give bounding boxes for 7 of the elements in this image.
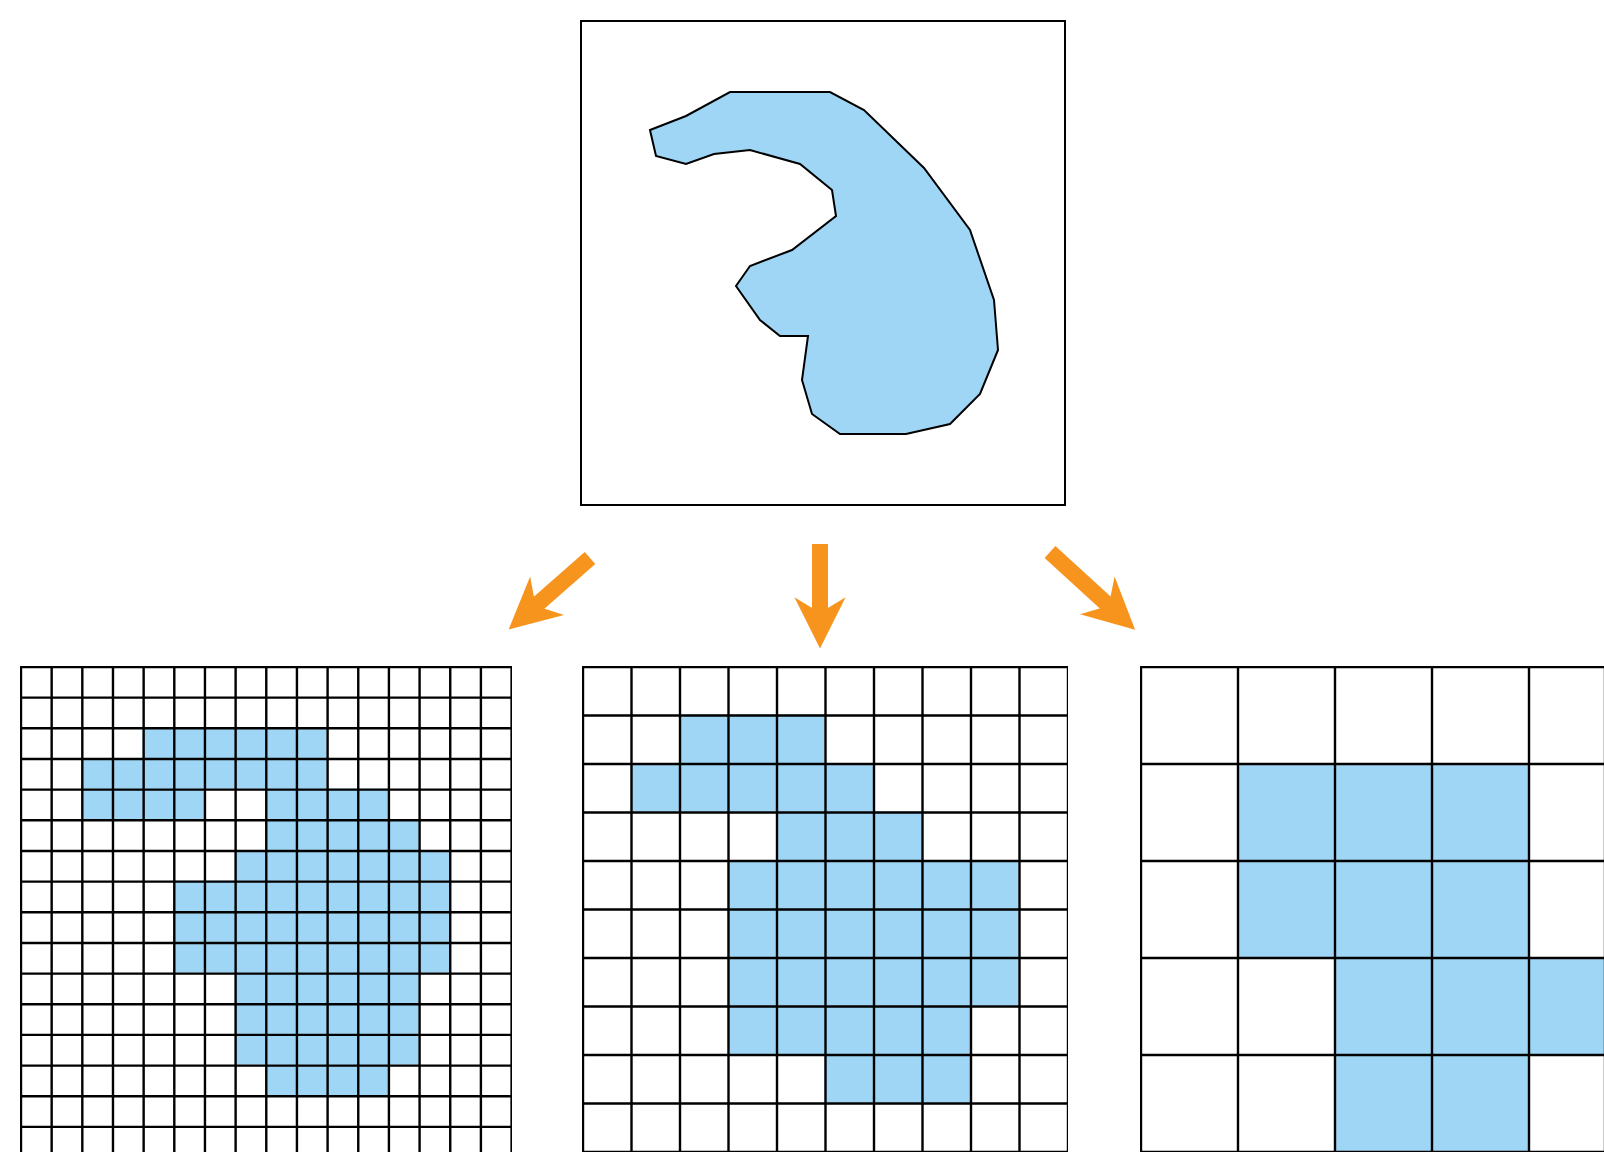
arrow [1044, 546, 1136, 630]
arrow [508, 552, 596, 630]
pixel-grid [1140, 666, 1604, 1152]
pixel-grid [582, 666, 1068, 1152]
shape-drawing [580, 20, 1066, 506]
arrow [794, 544, 846, 649]
pixel-grid [20, 666, 512, 1152]
